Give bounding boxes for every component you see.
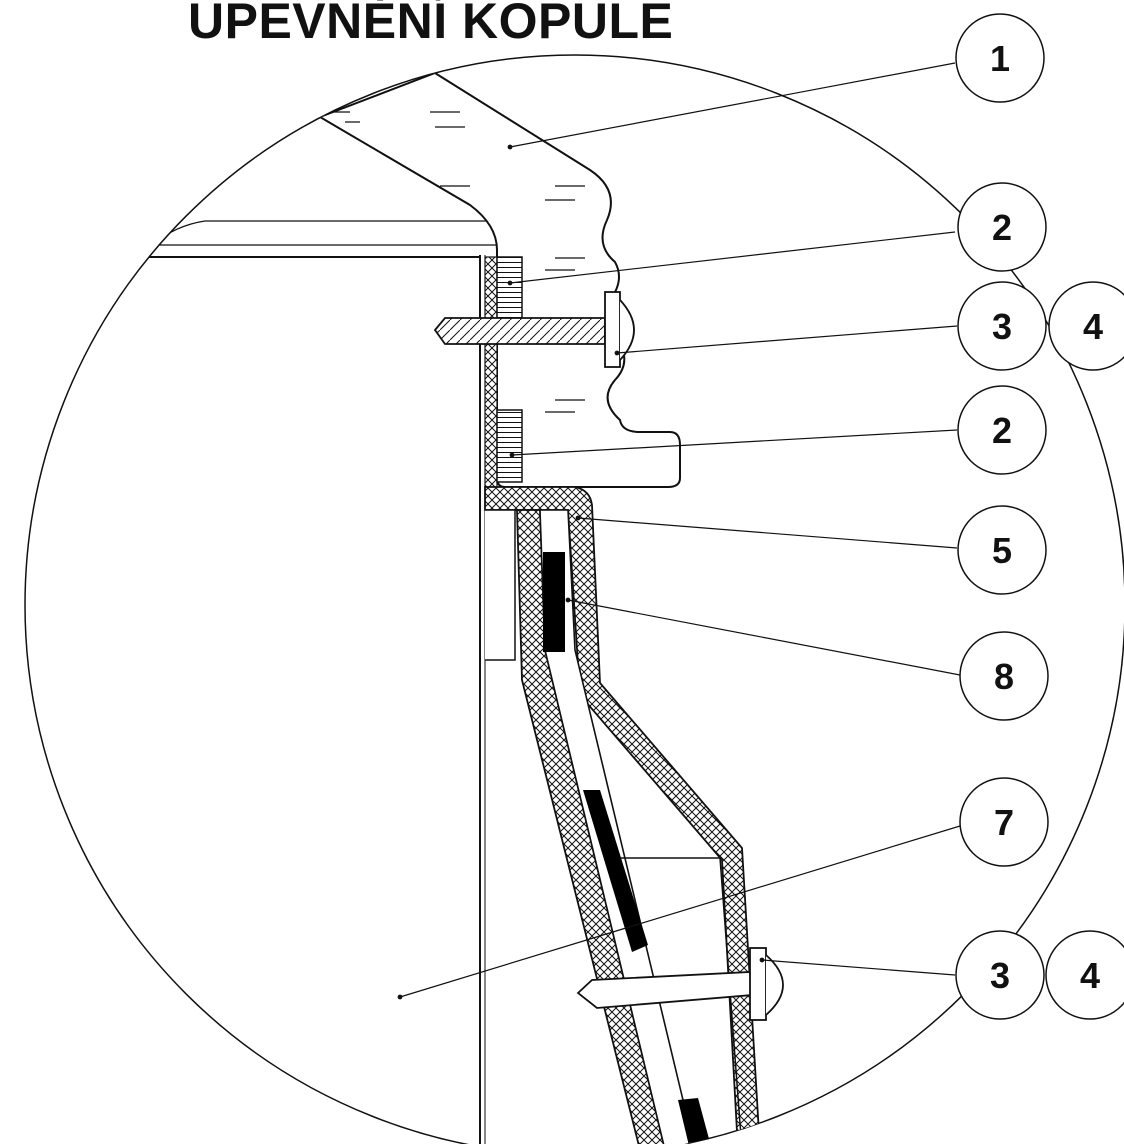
callout-label: 5 [992, 530, 1012, 571]
callout-8: 8 [959, 631, 1049, 721]
leader-dots [397, 144, 765, 1000]
screw-upper-head [619, 299, 635, 361]
detail-circle [24, 54, 1124, 1144]
callout-4-lower: 4 [1045, 930, 1124, 1020]
callout-label: 1 [990, 38, 1010, 79]
dome-upper-surface [139, 220, 500, 256]
callout-5: 5 [957, 505, 1047, 595]
callout-7: 7 [959, 777, 1049, 867]
callout-3-lower: 3 [955, 930, 1045, 1020]
callout-label: 2 [992, 207, 1012, 248]
callout-label: 3 [990, 955, 1010, 996]
callout-label: 7 [994, 802, 1014, 843]
callout-label: 4 [1083, 306, 1103, 347]
callout-label: 3 [992, 306, 1012, 347]
callout-3-upper: 3 [957, 281, 1047, 371]
gasket-upper [496, 256, 523, 328]
callout-label: 2 [992, 410, 1012, 451]
callout-4-upper: 4 [1048, 281, 1124, 371]
flange-frame-5 [484, 486, 761, 1144]
callout-label: 8 [994, 656, 1014, 697]
screw-lower-head [765, 954, 784, 1016]
callout-1: 1 [955, 13, 1045, 103]
screw-upper [433, 317, 606, 345]
diagram-title: UPEVNĚNÍ KOPULE [188, 0, 674, 49]
callout-2-lower: 2 [957, 385, 1047, 475]
callout-2-upper: 2 [957, 182, 1047, 272]
leader-lines [399, 62, 961, 998]
callout-label: 4 [1080, 955, 1100, 996]
gasket-lower [496, 409, 523, 483]
